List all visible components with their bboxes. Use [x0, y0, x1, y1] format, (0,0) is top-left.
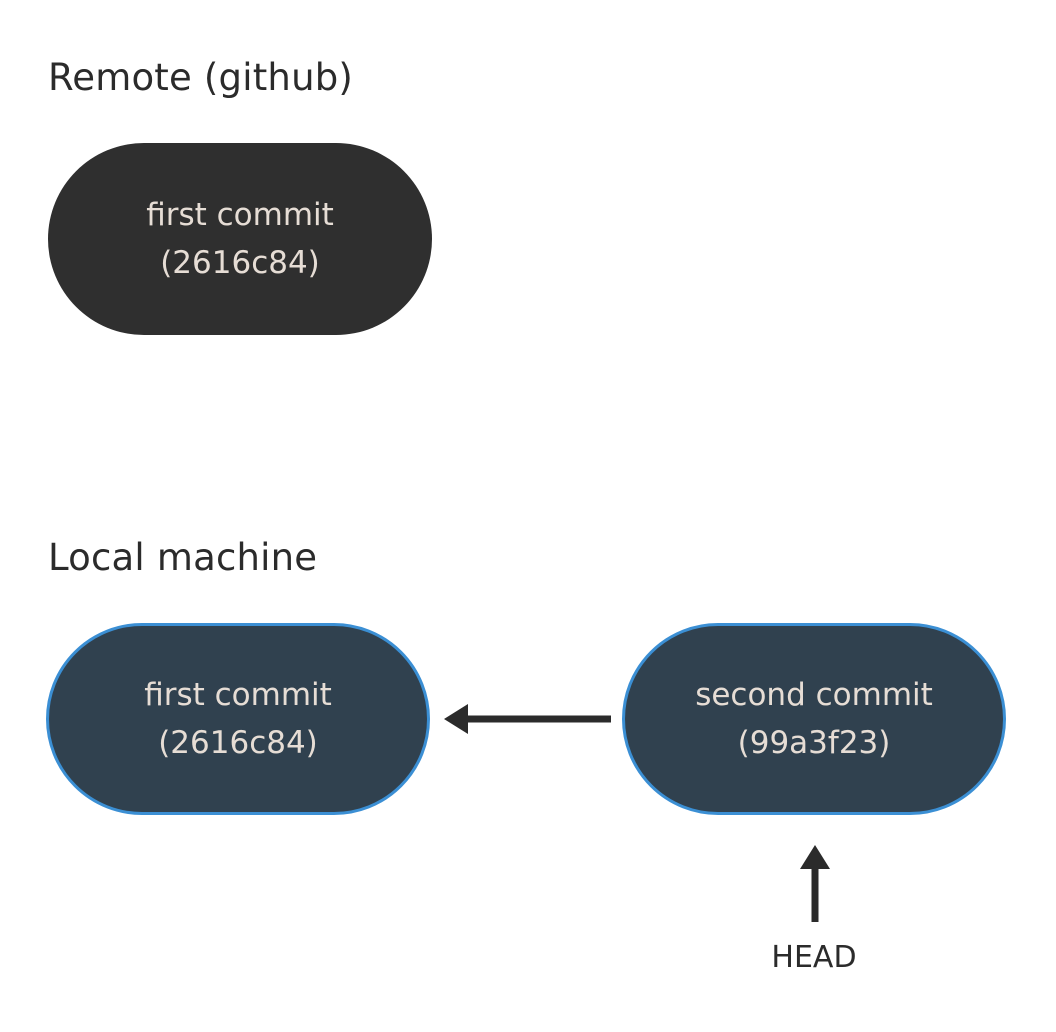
commit-message: first commit	[146, 197, 334, 233]
head-label: HEAD	[771, 940, 857, 975]
commit-hash: (2616c84)	[160, 245, 320, 281]
local-commit-node-second: second commit (99a3f23)	[622, 623, 1006, 815]
head-pointer-arrow	[800, 845, 830, 922]
commit-hash: (99a3f23)	[737, 725, 891, 761]
commit-message: first commit	[144, 677, 332, 713]
parent-arrow	[444, 704, 611, 734]
commit-message: second commit	[695, 677, 933, 713]
commit-hash: (2616c84)	[158, 725, 318, 761]
local-section-title: Local machine	[48, 536, 318, 579]
local-commit-node-first: first commit (2616c84)	[46, 623, 430, 815]
remote-section-title: Remote (github)	[48, 56, 354, 99]
remote-commit-node-first: first commit (2616c84)	[48, 143, 432, 335]
